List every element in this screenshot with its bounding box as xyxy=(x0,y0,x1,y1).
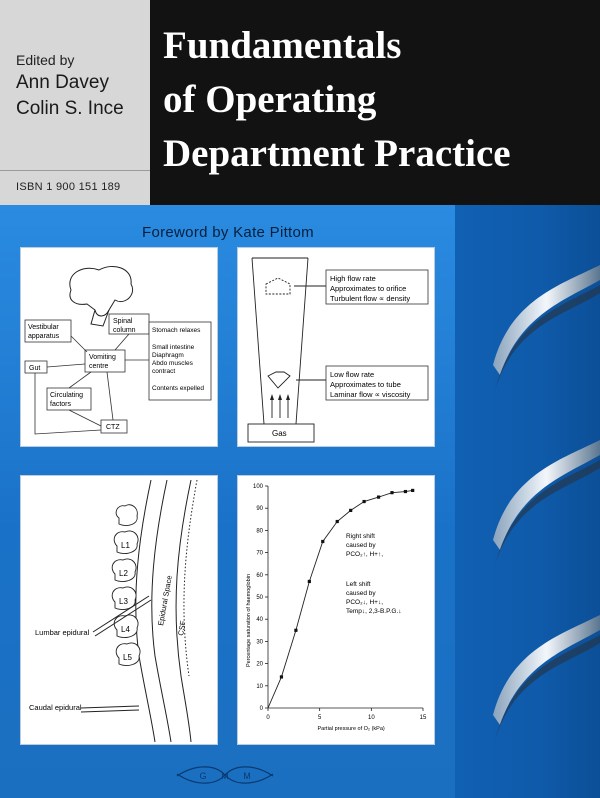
ctz-label: CTZ xyxy=(106,424,120,431)
circulating-label: Circulating xyxy=(50,392,83,399)
chart-point xyxy=(349,508,353,513)
divider xyxy=(0,170,150,171)
chart-x-tick-label: 0 xyxy=(266,715,270,721)
effect-label: Contents expelled xyxy=(152,385,204,392)
gas-label: Gas xyxy=(272,429,287,438)
editor-block: Edited by Ann Davey Colin S. Ince ISBN 1… xyxy=(0,0,150,205)
gas-flow-diagram: High flow rate Approximates to orifice T… xyxy=(237,247,435,447)
chart-x-tick-label: 5 xyxy=(318,715,322,721)
chart-y-tick-label: 20 xyxy=(256,662,263,668)
high-flow-label: Approximates to orifice xyxy=(330,284,406,293)
chart-point xyxy=(411,488,415,493)
lumbar-epidural-label: Lumbar epidural xyxy=(35,628,90,637)
chart-point xyxy=(294,628,298,632)
chart-point xyxy=(390,491,394,495)
chart-point xyxy=(321,539,325,544)
vestibular-label: Vestibular xyxy=(28,324,59,331)
chart-annotation: Temp↓, 2,3-B.P.G.↓ xyxy=(346,608,402,615)
spinal-label: Spinal xyxy=(113,318,133,325)
logo-letter: M xyxy=(243,771,251,781)
low-flow-label: Approximates to tube xyxy=(330,380,401,389)
logo-letter: G xyxy=(199,771,206,781)
chart-annotation: PCO₂↓, H+↓, xyxy=(346,599,383,606)
chart-y-tick-label: 100 xyxy=(253,484,264,490)
chart-x-tick-label: 10 xyxy=(368,715,375,721)
chart-annotation: PCO₂↑, H+↑, xyxy=(346,551,383,558)
vomiting-centre-label: Vomiting xyxy=(89,354,116,361)
chart-y-tick-label: 10 xyxy=(256,684,263,690)
chart-point xyxy=(307,579,311,584)
effect-label: Abdo muscles xyxy=(152,360,194,367)
book-title-line: Fundamentals xyxy=(163,24,402,67)
chart-annotation: caused by xyxy=(346,590,376,597)
effect-label: contract xyxy=(152,368,175,375)
csf-label: CSF xyxy=(176,620,188,637)
chart-y-tick-label: 40 xyxy=(256,617,263,623)
chart-point xyxy=(403,489,408,494)
chart-point xyxy=(376,495,381,499)
circulating-label: factors xyxy=(50,401,72,408)
low-flow-label: Low flow rate xyxy=(330,370,374,379)
chart-x-tick-label: 15 xyxy=(420,715,427,721)
foreword: Foreword by Kate Pittom xyxy=(142,224,314,241)
vertebra-label: L2 xyxy=(119,569,128,578)
vertebra-label: L5 xyxy=(123,653,132,662)
isbn: ISBN 1 900 151 189 xyxy=(16,181,121,193)
spinal-label: column xyxy=(113,327,136,334)
chart-y-tick-label: 90 xyxy=(256,506,263,512)
effect-label: Stomach relaxes xyxy=(152,327,201,334)
effect-label: Diaphragm xyxy=(152,352,184,359)
chart-y-tick-label: 50 xyxy=(256,595,263,601)
high-flow-label: Turbulent flow ∝ density xyxy=(330,294,410,303)
effect-label: Small intestine xyxy=(152,344,195,351)
vomiting-centre-label: centre xyxy=(89,363,109,370)
chart-point xyxy=(362,499,366,504)
epidural-diagram: L1 L2 L3 L4 L5 Epidural Space CSF Lumbar… xyxy=(20,475,218,745)
chart-point xyxy=(335,519,339,524)
gut-label: Gut xyxy=(29,365,40,372)
vertebra-label: L3 xyxy=(119,597,128,606)
chart-y-axis-label: Percentage saturation of haemoglobin xyxy=(246,574,252,667)
chart-annotation: Left shift xyxy=(346,581,371,588)
high-flow-label: High flow rate xyxy=(330,274,376,283)
chart-annotation: caused by xyxy=(346,542,376,549)
editor-name: Colin S. Ince xyxy=(16,98,124,119)
title-block xyxy=(150,0,600,205)
vertebra-label: L4 xyxy=(121,625,130,634)
vomiting-reflex-diagram: Vestibular apparatus Spinal column Stoma… xyxy=(20,247,218,447)
vertebra-label: L1 xyxy=(121,541,130,550)
chart-x-axis-label: Partial pressure of O₂ (kPa) xyxy=(318,726,385,732)
logo-letter: M xyxy=(221,771,229,781)
edited-by-label: Edited by xyxy=(16,52,75,68)
low-flow-label: Laminar flow ∝ viscosity xyxy=(330,390,411,399)
book-title-line: of Operating xyxy=(163,78,377,121)
chart-annotation: Right shift xyxy=(346,533,375,540)
editor-name: Ann Davey xyxy=(16,72,109,93)
chart-y-tick-label: 0 xyxy=(260,706,264,712)
oxygen-dissociation-chart: 0 10 20 30 40 50 60 70 80 90 100 0 5 10 15 Percentage … xyxy=(237,475,435,745)
book-title-line: Department Practice xyxy=(163,132,511,175)
chart-y-tick-label: 60 xyxy=(256,573,263,579)
chart-series-line xyxy=(267,489,413,709)
helix-ribbon-decoration xyxy=(493,265,600,740)
chart-y-tick-label: 30 xyxy=(256,639,263,645)
chart-y-tick-label: 80 xyxy=(256,528,263,534)
vestibular-label: apparatus xyxy=(28,333,60,340)
chart-y-tick-label: 70 xyxy=(256,551,263,557)
epidural-space-label: Epidural Space xyxy=(156,575,174,627)
chart-point xyxy=(279,675,284,679)
caudal-epidural-label: Caudal epidural xyxy=(29,703,82,712)
